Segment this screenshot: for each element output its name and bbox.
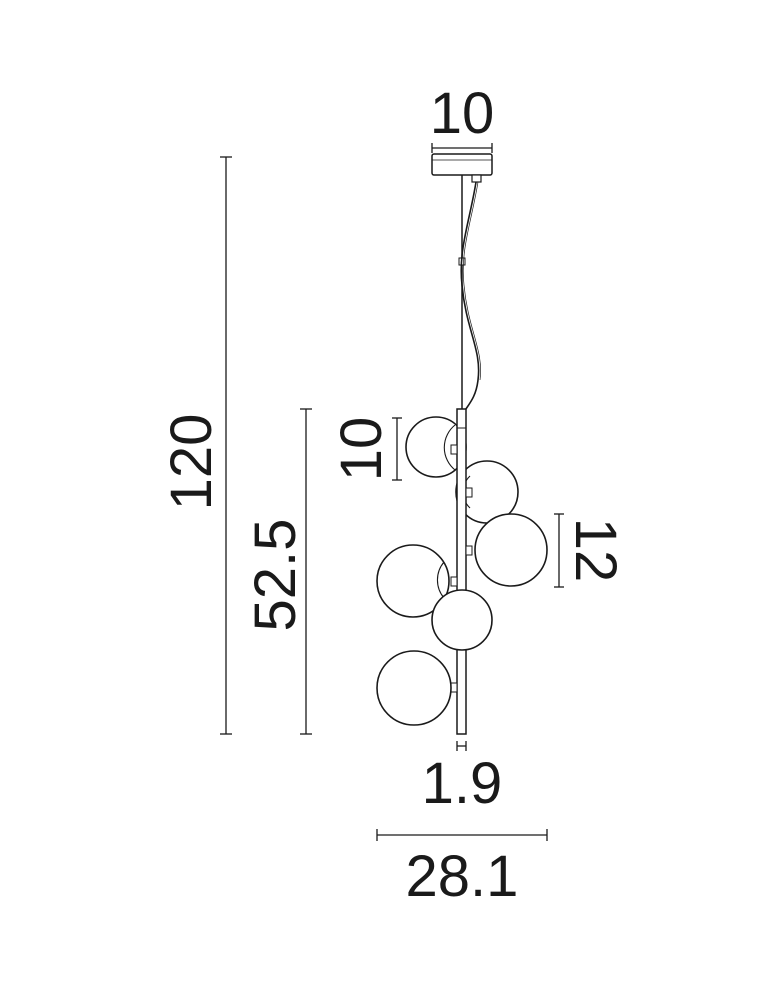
canopy-width-dimension: 10	[430, 81, 495, 153]
canopy-width-label: 10	[430, 81, 495, 146]
socket	[450, 576, 458, 587]
socket	[465, 487, 473, 498]
body-height-dimension: 52.5	[243, 408, 312, 735]
total-width-dimension: 28.1	[376, 829, 548, 909]
globe-top-left	[405, 416, 467, 478]
body-height-label: 52.5	[243, 519, 308, 632]
power-cord-outline	[462, 181, 481, 381]
socket	[465, 545, 473, 556]
small-globe-label: 10	[329, 417, 394, 482]
large-globe-label: 12	[563, 518, 628, 583]
total-width-label: 28.1	[406, 844, 519, 909]
central-rod	[456, 408, 467, 735]
total-height-dimension: 120	[159, 156, 232, 735]
globe-bottom-left	[376, 650, 452, 726]
small-globe-dimension: 10	[329, 417, 402, 482]
ceiling-canopy	[431, 153, 493, 176]
large-globe-dimension: 12	[554, 513, 628, 588]
rod-diameter-label: 1.9	[422, 751, 503, 816]
globe-center	[431, 589, 493, 651]
socket	[450, 444, 458, 455]
globe-mid-right	[474, 513, 548, 587]
cable-gland	[471, 174, 482, 183]
socket	[450, 682, 458, 693]
globe-mid-left	[376, 544, 450, 618]
power-cord	[460, 181, 480, 413]
rod-diameter-dimension: 1.9	[422, 741, 503, 816]
total-height-label: 120	[159, 414, 224, 511]
